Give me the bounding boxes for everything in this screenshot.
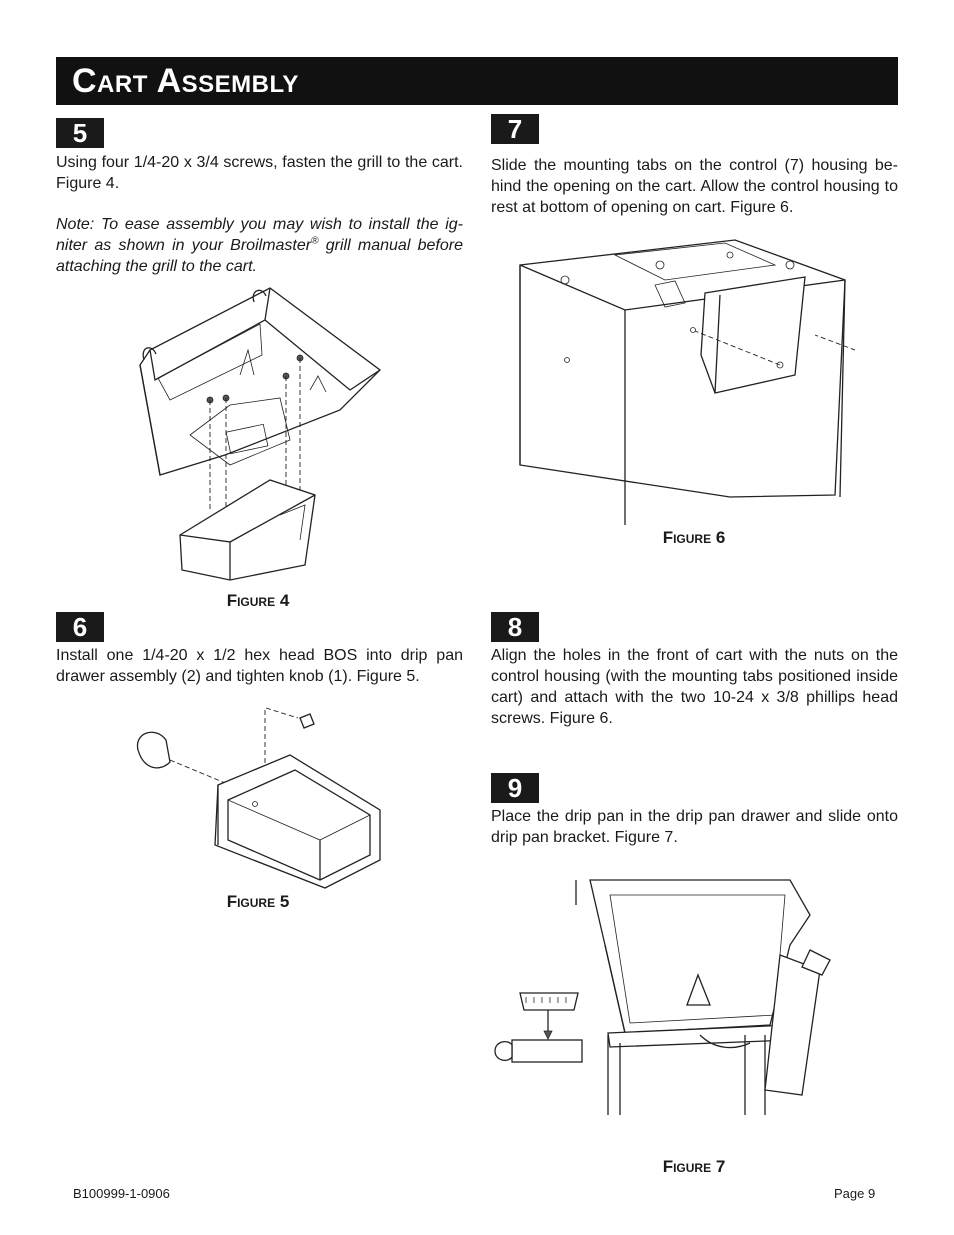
figure-7-caption: Figure 7: [662, 1157, 726, 1176]
figure-4-caption: Figure 4: [226, 591, 290, 610]
step-6-badge: 6: [56, 612, 104, 642]
page-number: Page 9: [834, 1186, 876, 1201]
registered-mark: ®: [311, 235, 319, 247]
step-5-note-part-b: grill manual before attaching the grill …: [56, 237, 463, 275]
step-5-text: Using four 1/4-20 x 3/4 screws, fasten t…: [56, 154, 463, 192]
figure-6-illustration: [519, 239, 855, 525]
figure-5-illustration: [136, 707, 381, 889]
figure-6-caption: Figure 6: [662, 528, 726, 547]
page-title: Cart Assembly: [72, 61, 299, 100]
step-7-badge: 7: [491, 114, 539, 144]
figure-5-caption: Figure 5: [226, 892, 290, 911]
step-5-note: Note: To ease assembly you may wish to i…: [56, 214, 463, 277]
step-6-text: Install one 1/4-20 x 1/2 hex head BOS in…: [56, 647, 463, 685]
step-7-text: Slide the mounting tabs on the control (…: [491, 157, 898, 216]
document-number: B100999-1-0906: [73, 1186, 170, 1201]
step-8-badge: 8: [491, 612, 539, 642]
figure-7-illustration: [494, 879, 831, 1115]
step-9-badge: 9: [491, 773, 539, 803]
step-9-text: Place the drip pan in the drip pan drawe…: [491, 808, 898, 846]
figure-4-illustration: [139, 287, 381, 581]
step-5-badge: 5: [56, 118, 104, 148]
section-title-bar: Cart Assembly: [56, 57, 898, 105]
step-8-text: Align the holes in the front of cart wit…: [491, 647, 898, 727]
step-5-note-part-a: Note: To ease assembly you may wish to i…: [56, 216, 463, 254]
